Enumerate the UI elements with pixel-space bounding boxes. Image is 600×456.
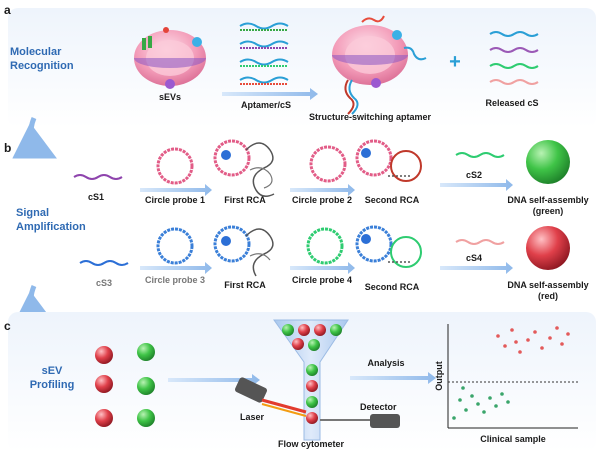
red-assembly-ball — [526, 226, 570, 270]
row2-second-rca-label: Second RCA — [365, 282, 420, 292]
green-assembly-ball — [526, 140, 570, 184]
panel-c-arrow-1 — [168, 374, 260, 386]
row2-arrow-1 — [140, 262, 212, 274]
scatter-plot: Output Clinical sample — [434, 324, 578, 444]
scatter-red-points — [496, 326, 570, 354]
panel-c-title-line1: sEV — [42, 365, 63, 377]
row2-assembly-line2: (red) — [538, 291, 558, 301]
row1-cs1-label: cS1 — [88, 192, 104, 202]
row2-strand-cs4 — [455, 239, 505, 245]
circle-probe-4-label: Circle probe 4 — [292, 275, 352, 285]
row2-first-rca-label: First RCA — [224, 280, 266, 290]
row1-first-rca-label: First RCA — [224, 195, 266, 205]
scatter-ylabel: Output — [434, 361, 444, 391]
row1-strand-cs1 — [73, 174, 123, 180]
row1-strand-cs2 — [455, 152, 505, 158]
circle-probe-1-icon — [156, 147, 194, 185]
row1-second-rca-label: Second RCA — [365, 195, 420, 205]
detector-device-illustration — [320, 414, 400, 428]
row1-assembly-line1: DNA self-assembly — [507, 195, 588, 205]
row1-arrow-2 — [290, 184, 355, 196]
circle-probe-4-icon — [306, 227, 344, 265]
row2-cs4-label: cS4 — [466, 253, 482, 263]
row1-first-rca-illustration — [213, 139, 275, 197]
circle-probe-2-icon — [309, 145, 347, 183]
sev-vesicle-illustration — [134, 27, 206, 89]
circle-probe-3-label: Circle probe 3 — [145, 275, 205, 285]
panel-a: a Molecular Recognition sEVs Aptame — [4, 3, 596, 128]
panel-b-title-line2: Amplification — [16, 221, 86, 233]
panel-c-background — [8, 312, 596, 452]
curved-arrow-a-to-b — [12, 117, 57, 159]
circle-probe-2-label: Circle probe 2 — [292, 195, 352, 205]
panel-a-title-line1: Molecular — [10, 46, 62, 58]
circle-probe-3-icon — [156, 227, 194, 265]
scatter-green-points — [452, 386, 510, 420]
structure-switching-aptamer-label: Structure-switching aptamer — [309, 112, 432, 122]
panel-a-arrow-1 — [222, 88, 318, 100]
scatter-xlabel: Clinical sample — [480, 434, 546, 444]
panel-c-title-line2: Profiling — [30, 379, 75, 391]
panel-a-letter: a — [4, 3, 11, 17]
laser-device-illustration — [235, 377, 307, 417]
row1-second-rca-illustration — [355, 139, 422, 182]
released-cs-strands — [489, 31, 539, 85]
panel-b: b Signal Amplification cS1 Circle probe … — [4, 139, 589, 301]
row2-arrow-3 — [440, 262, 513, 274]
detector-label: Detector — [360, 402, 397, 412]
row1-arrow-3 — [440, 179, 513, 191]
row2-strand-cs3 — [79, 260, 129, 266]
aptamer-cs-label: Aptamer/cS — [241, 100, 291, 110]
panel-a-title-line2: Recognition — [10, 60, 74, 72]
panel-b-title-line1: Signal — [16, 207, 49, 219]
laser-label: Laser — [240, 412, 265, 422]
flow-cytometer-label: Flow cytometer — [278, 439, 345, 449]
sevs-label: sEVs — [159, 92, 181, 102]
row1-assembly-line2: (green) — [533, 206, 564, 216]
flow-cytometer-illustration — [273, 319, 349, 441]
row2-second-rca-illustration — [355, 225, 422, 268]
structure-switching-aptamer-illustration — [332, 15, 427, 115]
panel-c: c sEV Profiling — [4, 312, 596, 452]
plus-sign: + — [449, 51, 461, 73]
row1-arrow-1 — [140, 184, 212, 196]
panel-c-letter: c — [4, 319, 11, 333]
row2-assembly-line1: DNA self-assembly — [507, 280, 588, 290]
analysis-label: Analysis — [367, 358, 404, 368]
circle-probe-1-label: Circle probe 1 — [145, 195, 205, 205]
row2-first-rca-illustration — [213, 225, 274, 277]
row2-cs3-label: cS3 — [96, 278, 112, 288]
aptamer-cs-strands — [239, 22, 289, 85]
released-cs-label: Released cS — [485, 98, 538, 108]
sev-ball-cluster — [95, 343, 155, 427]
panel-c-arrow-analysis — [350, 372, 436, 384]
row1-cs2-label: cS2 — [466, 170, 482, 180]
panel-b-letter: b — [4, 141, 11, 155]
row2-arrow-2 — [290, 262, 355, 274]
